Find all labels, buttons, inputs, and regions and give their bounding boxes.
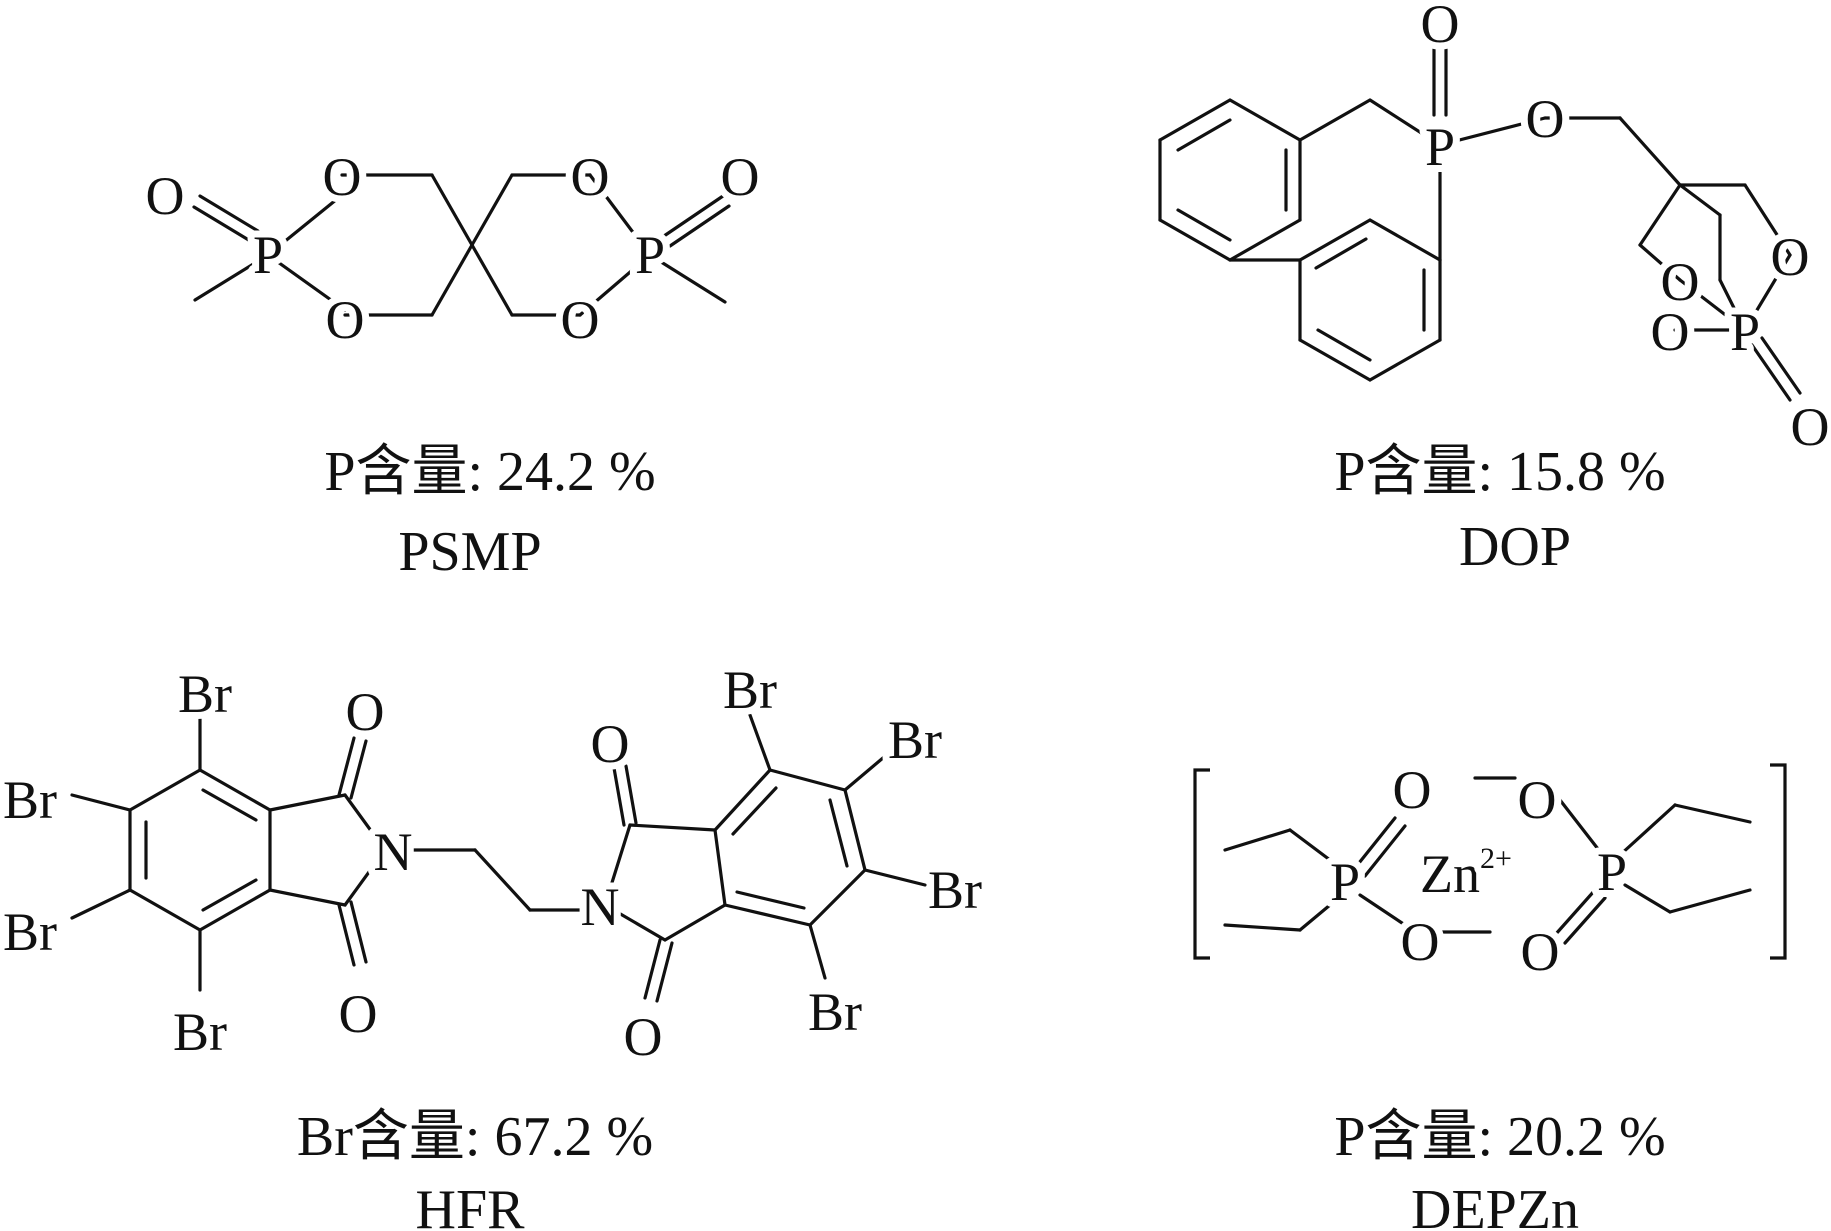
hfr-atom-o: O <box>591 714 630 774</box>
hfr-atom-br: Br <box>178 664 232 724</box>
hfr-atom-n: N <box>581 877 620 937</box>
dop-atom-o: O <box>1771 227 1810 287</box>
hfr-name: HFR <box>416 1179 526 1231</box>
dop-atom-o: O <box>1421 0 1460 54</box>
hfr-atom-o: O <box>346 682 385 742</box>
zinc-charge: 2+ <box>1480 842 1512 875</box>
dop-content-label: P含量: 15.8 % <box>1334 441 1665 503</box>
hfr-atom-br: Br <box>3 902 57 962</box>
hfr-atom-br: Br <box>928 860 982 920</box>
psmp-atom-p: P <box>253 225 283 285</box>
depzn-atom-p: P <box>1330 852 1360 912</box>
depzn-structure: O P O O P O Zn2+ <box>1193 753 1787 989</box>
dop-atom-o: O <box>1791 397 1830 457</box>
depzn-atom-p: P <box>1597 842 1627 902</box>
dop-atom-o: O <box>1651 302 1690 362</box>
depzn-atom-o: O <box>1393 760 1432 820</box>
dop-structure: O P O O O O P O <box>1158 0 1831 464</box>
depzn-name: DEPZn <box>1411 1179 1579 1231</box>
hfr-atom-n: N <box>374 822 413 882</box>
depzn-atom-o: O <box>1521 922 1560 982</box>
dop-name: DOP <box>1459 516 1571 578</box>
hfr-atom-br: Br <box>808 982 862 1042</box>
psmp-atom-o: O <box>571 147 610 207</box>
psmp-atom-o: O <box>146 166 185 226</box>
hfr-atom-o: O <box>339 984 378 1044</box>
depzn-zinc-ion: Zn2+ <box>1420 842 1512 904</box>
depzn-content-label: P含量: 20.2 % <box>1334 1106 1665 1168</box>
psmp-atom-o: O <box>323 147 362 207</box>
right-bracket <box>1770 763 1787 960</box>
hfr-atom-br: Br <box>723 660 777 720</box>
psmp-content-label: P含量: 24.2 % <box>324 441 655 503</box>
hfr-content-label: Br含量: 67.2 % <box>297 1106 653 1168</box>
psmp-atom-o: O <box>326 290 365 350</box>
hfr-atom-br: Br <box>888 710 942 770</box>
psmp-atom-o: O <box>721 147 760 207</box>
hfr-atom-br: Br <box>173 1002 227 1062</box>
dop-atom-o: O <box>1526 89 1565 149</box>
hfr-structure: Br Br Br Br O O N N O O Br Br Br Br <box>0 653 989 1074</box>
hfr-atom-o: O <box>624 1007 663 1067</box>
dop-atom-p: P <box>1425 117 1455 177</box>
depzn-atom-o: O <box>1401 912 1440 972</box>
psmp-atom-p: P <box>635 225 665 285</box>
depzn-atom-o: O <box>1518 770 1557 830</box>
dop-atom-o: O <box>1661 252 1700 312</box>
hfr-atom-br: Br <box>3 770 57 830</box>
zinc-symbol: Zn <box>1420 844 1480 904</box>
dop-atom-p: P <box>1730 302 1760 362</box>
psmp-atom-o: O <box>561 290 600 350</box>
left-bracket <box>1193 768 1210 960</box>
psmp-structure: O P O O O O P O <box>139 140 767 357</box>
psmp-name: PSMP <box>398 521 541 583</box>
